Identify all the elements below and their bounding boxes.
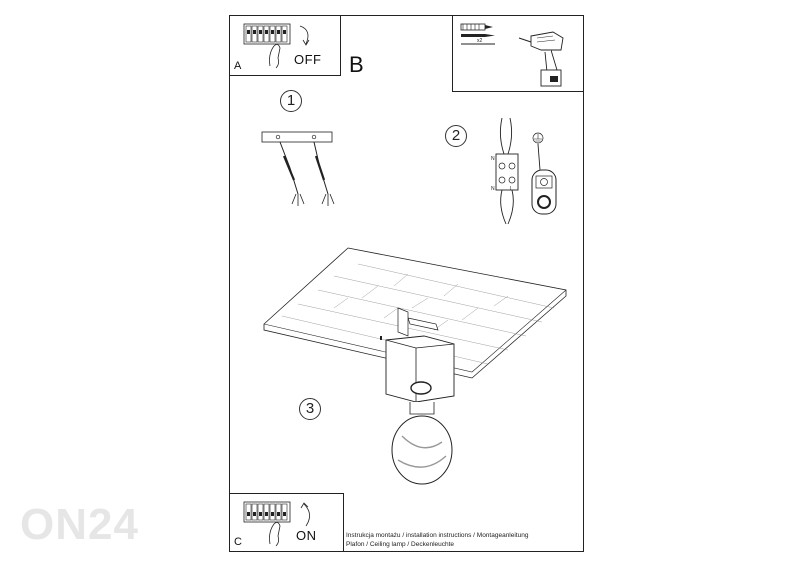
step-2-terminal-block (495, 117, 519, 225)
caption-instructions: Instrukcja montażu / installation instru… (346, 532, 529, 539)
drill-icon (518, 31, 564, 87)
label-n-top: N (491, 156, 495, 162)
switch-off-label: OFF (294, 52, 322, 67)
ground-terminal-icon (531, 132, 557, 215)
step-3-number: 3 (299, 398, 321, 420)
step-2-number: 2 (445, 125, 467, 147)
switch-on-label: ON (296, 528, 317, 543)
label-n-bottom: N (491, 186, 495, 192)
quantity-label: x2 (477, 38, 483, 44)
panel-c-letter: C (234, 536, 242, 548)
panel-a-letter: A (234, 60, 242, 72)
instruction-sheet (229, 15, 584, 552)
label-l-bottom: L (510, 186, 513, 192)
panel-b-letter: B (349, 52, 364, 77)
step-3-ceiling-lamp-assembly (263, 247, 567, 485)
step-1-number: 1 (280, 90, 302, 112)
panel-c-switch-on: C ON (229, 493, 344, 552)
fuse-box-icon (243, 23, 310, 69)
wall-plug-screw-icon (460, 23, 495, 45)
step-1-mounting-bracket-wires (261, 131, 335, 206)
panel-a-switch-off: A OFF (229, 15, 341, 76)
brand-watermark: ON24 (20, 500, 139, 549)
panel-required-tools: x2 (452, 15, 584, 92)
fuse-box-icon (243, 501, 310, 547)
caption-product: Plafon / Ceiling lamp / Deckenleuchte (346, 541, 455, 548)
